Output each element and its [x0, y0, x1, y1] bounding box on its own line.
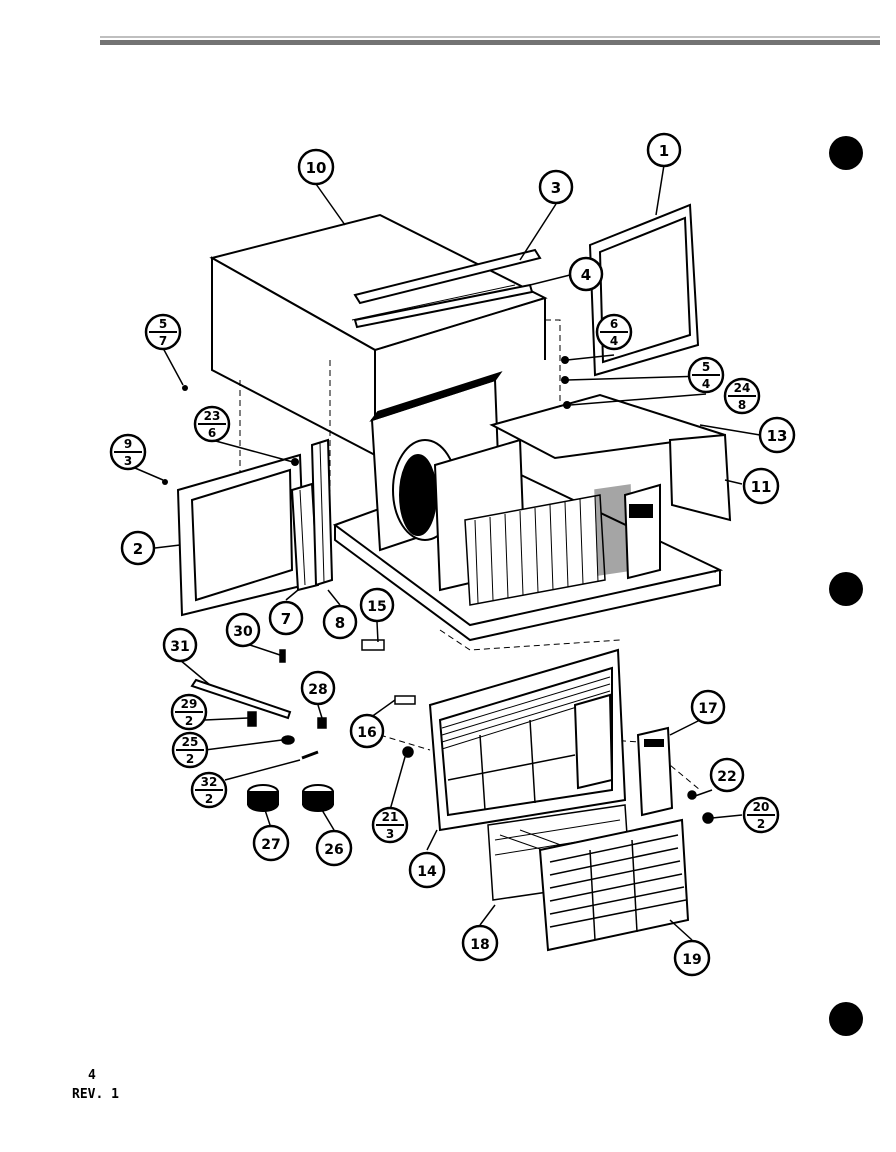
svg-text:3: 3: [124, 454, 132, 468]
front-frame: [428, 648, 627, 832]
callout-16: 16: [349, 713, 385, 749]
cap-26: [302, 784, 334, 812]
svg-text:9: 9: [124, 437, 132, 451]
leader-lines: [127, 164, 761, 941]
side-curtain-strip-8: [310, 438, 334, 587]
bracket-31: [190, 678, 292, 720]
svg-text:27: 27: [261, 837, 280, 853]
punch-hole: [829, 136, 863, 170]
svg-text:7: 7: [281, 610, 291, 628]
callout-13: 13: [758, 416, 796, 454]
page-number: 4: [88, 1068, 96, 1083]
svg-text:19: 19: [682, 952, 701, 968]
svg-text:2: 2: [186, 752, 194, 766]
svg-text:17: 17: [698, 701, 717, 717]
callout-2: 2: [120, 530, 156, 566]
svg-text:18: 18: [470, 937, 489, 953]
svg-text:8: 8: [335, 614, 345, 632]
callout-7: 7: [268, 600, 304, 636]
svg-text:15: 15: [367, 599, 386, 615]
hardware-screws: [162, 356, 571, 485]
svg-text:6: 6: [208, 426, 216, 440]
callout-9-over-3: 9 3: [109, 433, 147, 471]
window-side-panel-right: [588, 203, 700, 377]
front-grille: [538, 818, 690, 952]
callout-20-over-2: 20 2: [742, 796, 780, 834]
svg-text:20: 20: [753, 800, 770, 814]
window-side-panel-left: [176, 453, 307, 617]
callout-17: 17: [690, 689, 726, 725]
svg-text:8: 8: [738, 398, 746, 412]
svg-text:13: 13: [767, 427, 788, 445]
svg-text:6: 6: [610, 317, 618, 331]
control-box: [623, 483, 661, 580]
svg-text:28: 28: [308, 682, 327, 698]
svg-text:3: 3: [386, 827, 394, 841]
punch-hole: [829, 1002, 863, 1036]
top-rail: [353, 248, 542, 329]
svg-text:2: 2: [133, 540, 143, 558]
callout-15: 15: [359, 587, 395, 623]
svg-text:2: 2: [205, 792, 213, 806]
callout-18: 18: [461, 924, 499, 962]
callout-3: 3: [538, 169, 574, 205]
callout-8: 8: [322, 604, 358, 640]
callout-32-over-2: 32 2: [190, 771, 228, 809]
callout-10: 10: [297, 148, 335, 186]
svg-text:4: 4: [702, 377, 710, 391]
svg-text:22: 22: [717, 769, 736, 785]
callout-28: 28: [300, 670, 336, 706]
callout-5-over-7: 5 7: [144, 313, 182, 351]
svg-text:2: 2: [757, 817, 765, 831]
svg-text:29: 29: [181, 697, 198, 711]
svg-text:7: 7: [159, 334, 167, 348]
callout-30: 30: [225, 612, 261, 648]
callout-31: 31: [162, 627, 198, 663]
svg-text:3: 3: [551, 179, 561, 197]
svg-text:16: 16: [357, 725, 376, 741]
callout-23-over-6: 23 6: [193, 405, 231, 443]
access-panel: [636, 726, 674, 817]
svg-text:4: 4: [581, 266, 591, 284]
callout-1: 1: [646, 132, 682, 168]
callout-26: 26: [315, 829, 353, 867]
svg-text:23: 23: [204, 409, 221, 423]
svg-text:5: 5: [702, 360, 710, 374]
callout-6-over-4: 6 4: [595, 313, 633, 351]
svg-text:5: 5: [159, 317, 167, 331]
svg-text:14: 14: [417, 864, 437, 880]
svg-text:10: 10: [306, 159, 327, 177]
callout-19: 19: [673, 939, 711, 977]
side-panel: [668, 433, 732, 522]
svg-text:31: 31: [170, 639, 189, 655]
svg-text:21: 21: [382, 810, 399, 824]
revision-label: REV. 1: [72, 1087, 119, 1102]
svg-text:1: 1: [659, 142, 669, 160]
svg-text:24: 24: [734, 381, 751, 395]
punch-hole: [829, 572, 863, 606]
svg-text:2: 2: [185, 714, 193, 728]
callout-5-over-4: 5 4: [687, 356, 725, 394]
callout-4: 4: [568, 256, 604, 292]
svg-text:11: 11: [751, 478, 772, 496]
cap-27: [247, 784, 279, 812]
callout-22: 22: [709, 757, 745, 793]
callout-25-over-2: 25 2: [171, 731, 209, 769]
svg-text:4: 4: [610, 334, 618, 348]
svg-text:25: 25: [182, 735, 199, 749]
svg-text:30: 30: [233, 624, 253, 640]
cabinet-shell: [209, 213, 548, 457]
svg-text:32: 32: [201, 775, 218, 789]
callout-14: 14: [408, 851, 446, 889]
scan-noise-band: [100, 36, 880, 45]
callout-29-over-2: 29 2: [170, 693, 208, 731]
callout-27: 27: [252, 824, 290, 862]
callout-11: 11: [742, 467, 780, 505]
svg-text:26: 26: [324, 842, 343, 858]
callout-24-over-8: 24 8: [723, 377, 761, 415]
callout-21-over-3: 21 3: [371, 806, 409, 844]
